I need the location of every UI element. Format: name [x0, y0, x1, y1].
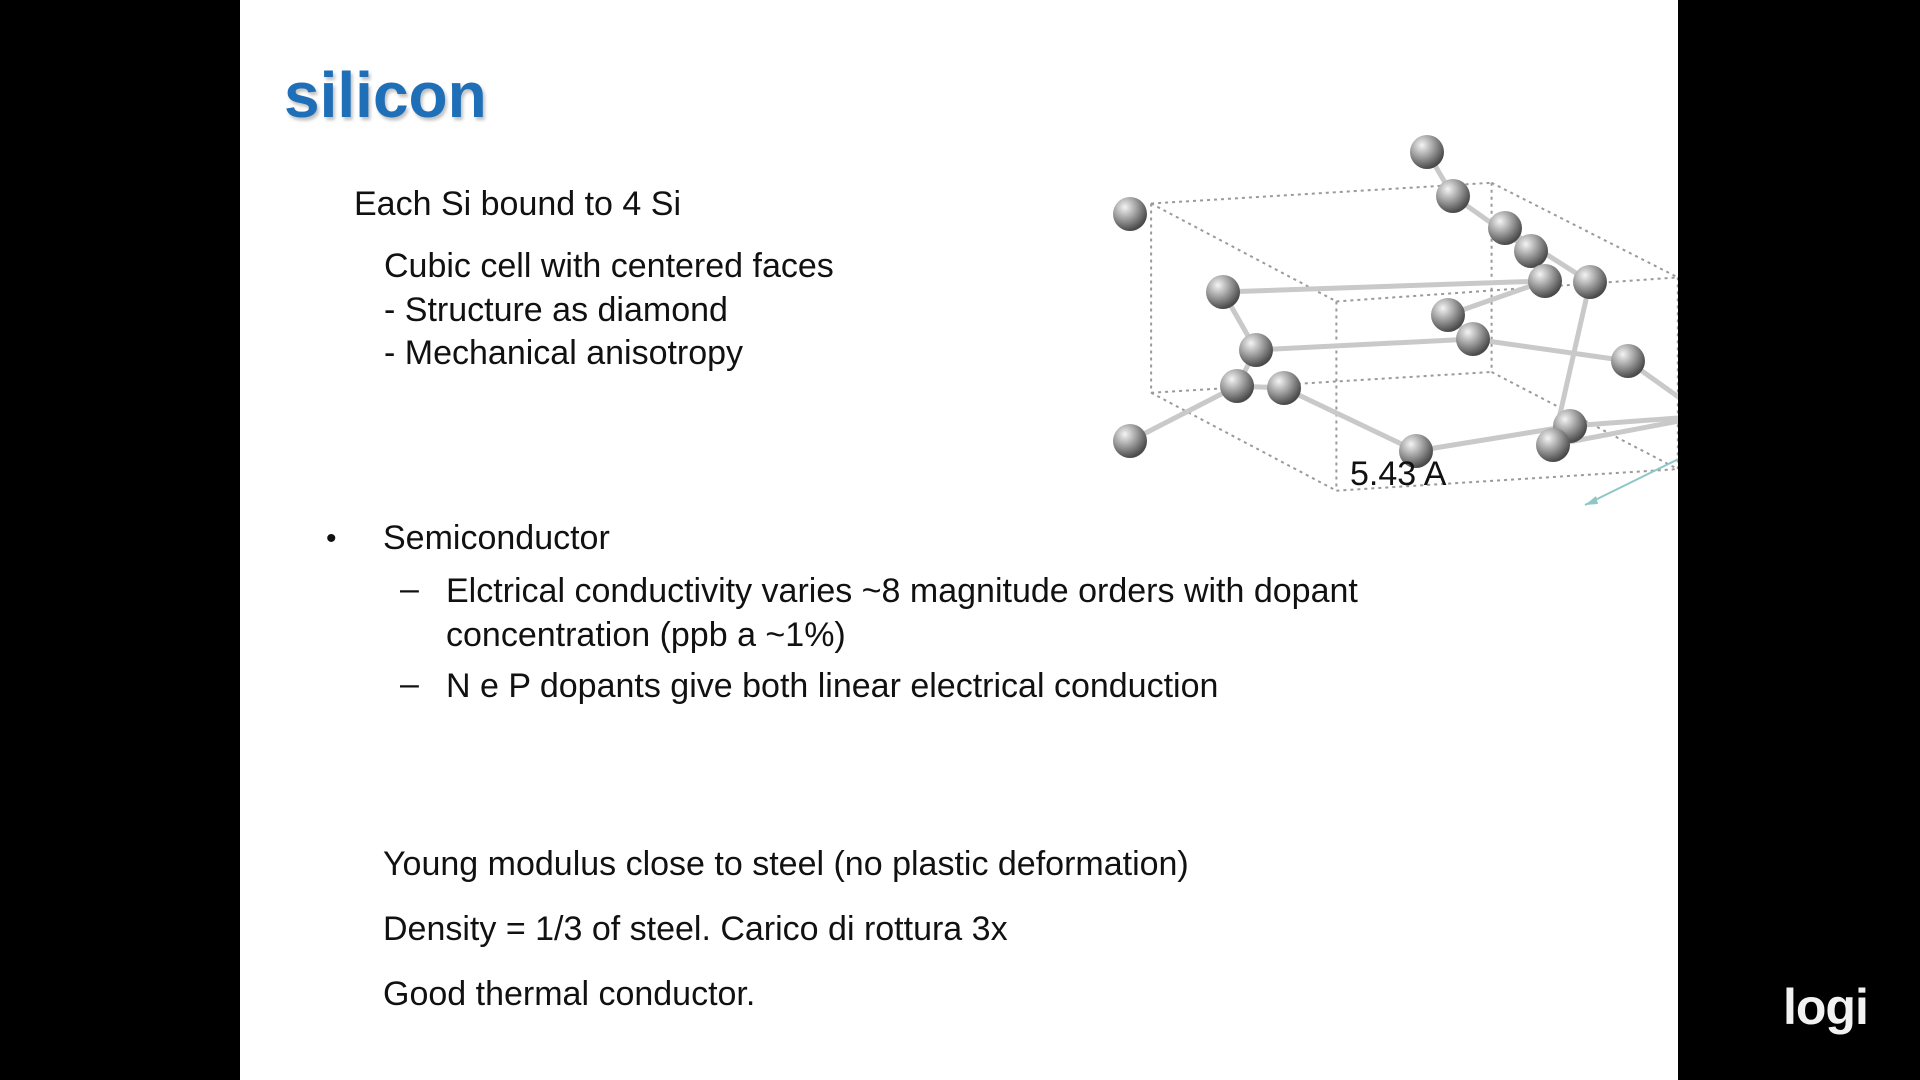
dash-marker-2: –	[400, 665, 419, 703]
presentation-slide: silicon Each Si bound to 4 Si Cubic cell…	[240, 0, 1678, 1080]
silicon-atom	[1206, 275, 1240, 309]
dash-marker-1: –	[400, 570, 419, 608]
sub-bullet-2-line-1: N e P dopants give both linear electrica…	[446, 667, 1219, 705]
silicon-atom	[1436, 179, 1470, 213]
silicon-atom	[1239, 333, 1273, 367]
atomic-bond	[1413, 423, 1573, 454]
intro-text: Each Si bound to 4 Si	[354, 185, 682, 223]
silicon-atom	[1431, 298, 1465, 332]
silicon-atom	[1220, 369, 1254, 403]
cube-edge	[1150, 391, 1337, 492]
silicon-atom	[1267, 371, 1301, 405]
silicon-atom	[1410, 135, 1444, 169]
atomic-bond	[1281, 385, 1419, 454]
cube-edge	[1336, 276, 1678, 303]
silicon-atom	[1113, 197, 1147, 231]
silicon-atom	[1488, 211, 1522, 245]
silicon-atom	[1611, 344, 1645, 378]
property-thermal: Good thermal conductor.	[383, 975, 756, 1013]
cube-edge	[1151, 371, 1492, 394]
structure-line-3: - Mechanical anisotropy	[384, 334, 744, 372]
logi-logo: logi	[1783, 979, 1869, 1035]
cube-edge	[1151, 181, 1492, 205]
property-young-modulus: Young modulus close to steel (no plastic…	[383, 845, 1189, 883]
property-density: Density = 1/3 of steel. Carico di rottur…	[383, 910, 1008, 948]
silicon-atom	[1399, 434, 1433, 468]
sub-bullet-1-line-1: Elctrical conductivity varies ~8 magnitu…	[446, 572, 1358, 610]
atomic-bond	[1567, 415, 1678, 429]
slide-title: silicon	[284, 59, 487, 131]
bullet-dot: •	[326, 522, 337, 555]
silicon-atom	[1514, 234, 1548, 268]
silicon-atom	[1113, 424, 1147, 458]
atomic-bond	[1445, 278, 1548, 318]
cube-edge	[1336, 468, 1678, 492]
atomic-bond	[1253, 336, 1476, 353]
atomic-bond	[1470, 336, 1631, 364]
atoms	[1113, 135, 1645, 468]
sub-bullet-1-line-2: concentration (ppb a ~1%)	[446, 616, 846, 654]
structure-line-1: Cubic cell with centered faces	[384, 247, 834, 285]
lattice-dimension-arrow	[1584, 458, 1678, 506]
structure-line-2: - Structure as diamond	[384, 291, 728, 329]
atomic-bond	[1127, 383, 1240, 444]
silicon-atom	[1573, 265, 1607, 299]
diamond-lattice-diagram	[1113, 135, 1678, 506]
lattice-constant-label: 5.43 A	[1350, 455, 1447, 493]
atomic-bond	[1220, 278, 1548, 295]
silicon-atom	[1528, 264, 1562, 298]
bullet-heading: Semiconductor	[383, 519, 610, 557]
silicon-atom	[1536, 428, 1570, 462]
silicon-atom	[1456, 322, 1490, 356]
